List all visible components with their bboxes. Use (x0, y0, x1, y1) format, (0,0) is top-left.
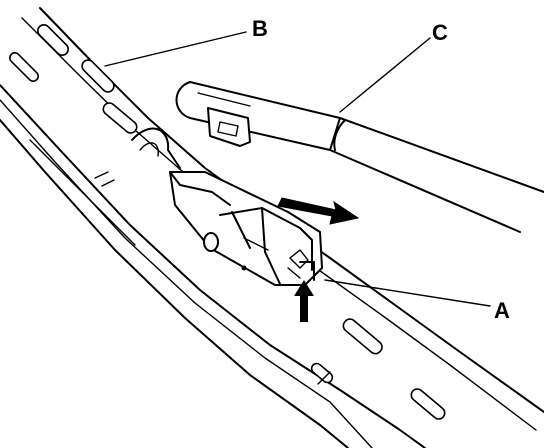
leader-line-b (104, 31, 247, 67)
callout-label-c: C (432, 20, 448, 45)
leader-line-c (339, 37, 431, 113)
release-tab-arrow (294, 280, 314, 322)
wiper-arm (175, 81, 544, 233)
callout-label-b: B (252, 16, 268, 41)
callout-label-a: A (494, 298, 510, 323)
wiper-blade (0, 7, 544, 448)
leader-line-a (324, 279, 491, 307)
slide-direction-arrow (277, 197, 360, 225)
wiper-connector-clip (169, 171, 323, 286)
